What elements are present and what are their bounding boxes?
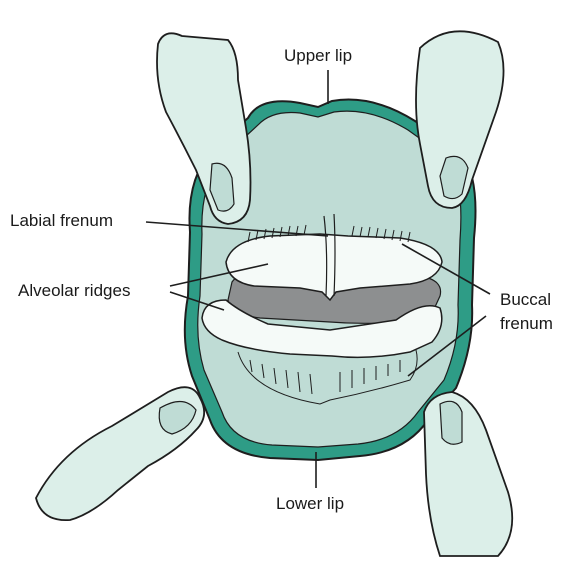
- label-frenum: frenum: [500, 314, 553, 333]
- label-buccal: Buccal: [500, 290, 551, 309]
- label-alveolar-ridges: Alveolar ridges: [18, 281, 130, 300]
- label-upper-lip: Upper lip: [284, 46, 352, 65]
- lower-right-thumb: [424, 392, 512, 556]
- lower-right-thumbnail: [440, 401, 462, 444]
- label-lower-lip: Lower lip: [276, 494, 344, 513]
- label-labial-frenum: Labial frenum: [10, 211, 113, 230]
